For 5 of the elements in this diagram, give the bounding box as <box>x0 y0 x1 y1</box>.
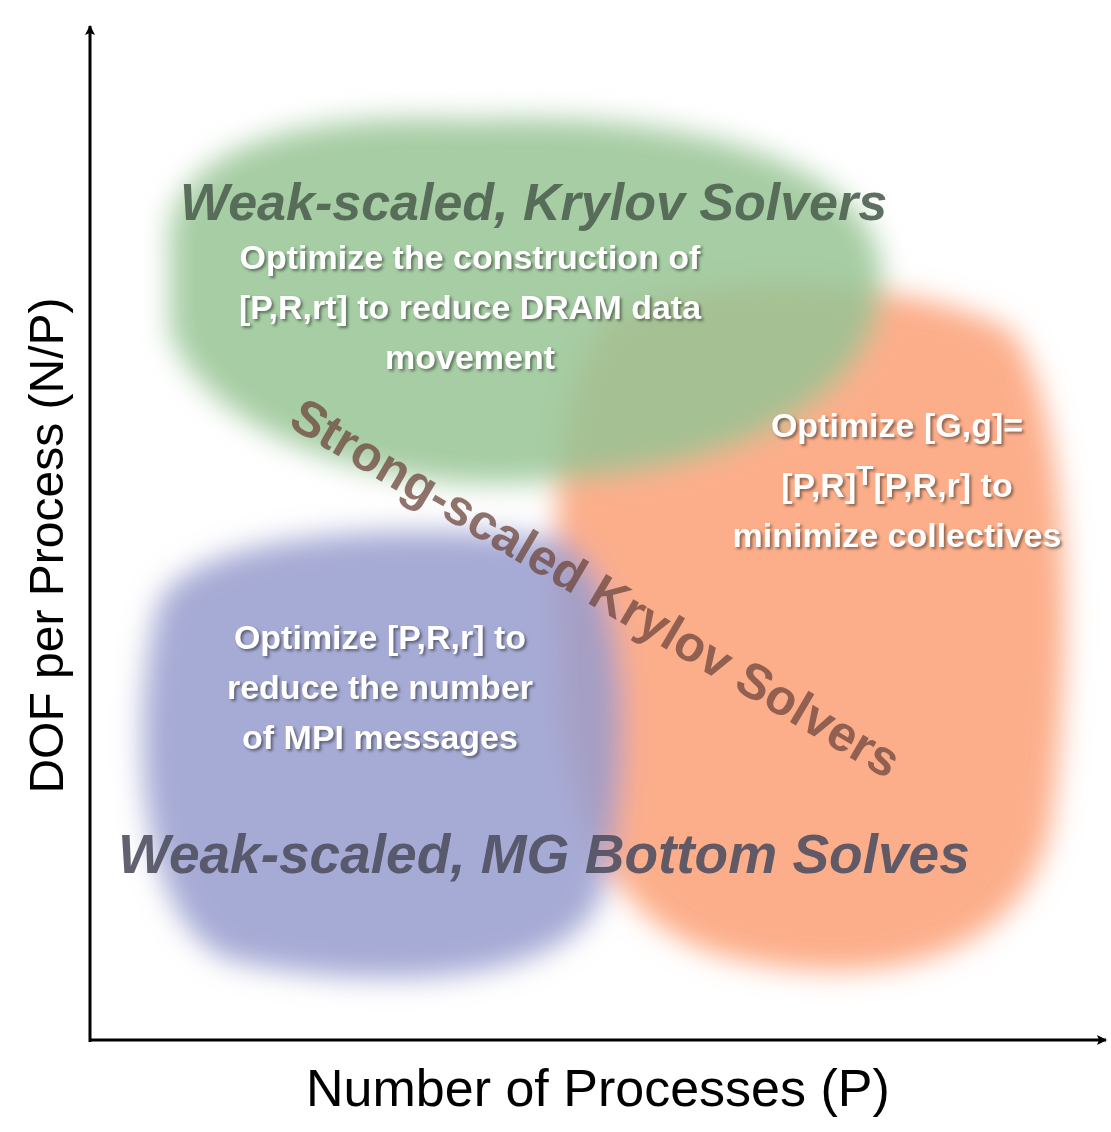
region-note: Optimize the construction of [P,R,rt] to reduce DRAM data movement <box>225 232 715 382</box>
region-note: Optimize [P,R,r] to reduce the number of MPI messages <box>210 612 550 762</box>
axis-title: DOF per Process (N/P) <box>18 296 74 794</box>
region-note: Optimize [G,g]=[P,R]$^{T}$[P,R,r] to minimize collectives <box>722 400 1072 561</box>
axis-title: Number of Processes (P) <box>306 1058 890 1118</box>
